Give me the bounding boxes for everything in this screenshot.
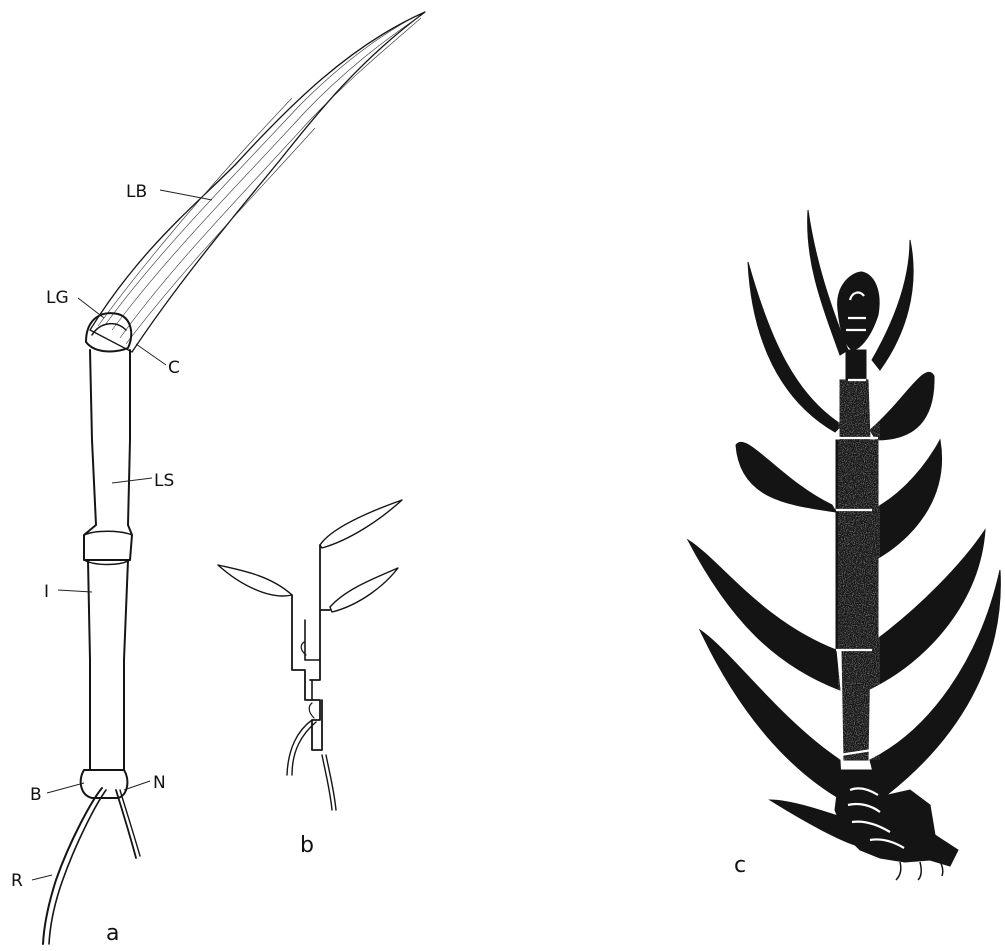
panel-b-diagram	[218, 500, 402, 810]
panel-c-silhouette	[688, 210, 1000, 880]
label-c: C	[168, 358, 180, 378]
label-lb: LB	[126, 182, 147, 202]
leaf-veins	[98, 15, 421, 344]
stepped-sheath-outline	[292, 545, 330, 750]
internode	[88, 560, 128, 770]
leaf-c-2-left	[748, 262, 842, 432]
label-b: B	[30, 785, 42, 805]
apex-bud	[838, 272, 879, 350]
panel-a-drawing	[32, 12, 425, 944]
leaf-c-4-left	[688, 540, 840, 690]
leaf-c-3-left	[736, 442, 836, 512]
panel-label-c: c	[734, 853, 746, 878]
leaf-sheath	[84, 350, 132, 560]
label-i: I	[44, 582, 49, 602]
label-ls: LS	[154, 471, 174, 491]
label-lg: LG	[46, 288, 69, 308]
panel-label-a: a	[106, 921, 119, 946]
label-r: R	[11, 871, 23, 891]
label-n: N	[153, 773, 166, 793]
panel-label-b: b	[300, 833, 314, 858]
root-right	[116, 790, 136, 858]
